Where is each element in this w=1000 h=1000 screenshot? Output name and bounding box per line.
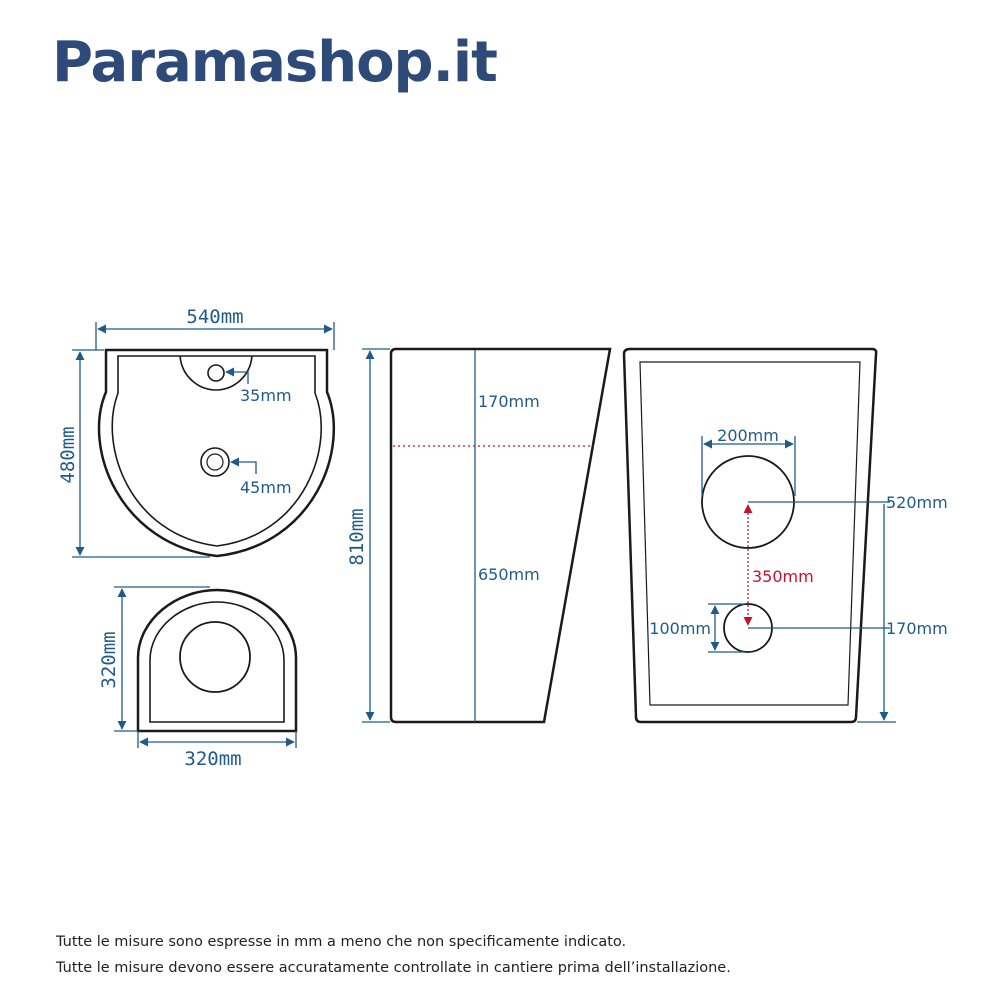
drain-hole-inner (206, 453, 224, 471)
tap-hole-label: 35mm (240, 386, 292, 405)
brand-logo: Paramashop.it (52, 30, 498, 95)
side-profile-outline (389, 347, 612, 724)
note-measurement-units: Tutte le misure sono espresse in mm a me… (56, 934, 627, 950)
base-depth-label: 320mm (98, 631, 120, 688)
note-verify-on-site: Tutte le misure devono essere accuratame… (56, 960, 731, 976)
spacing-label: 350mm (752, 567, 814, 586)
base-outer-outline (136, 588, 298, 733)
small-opening-height-label: 170mm (886, 619, 948, 638)
small-opening-label: 100mm (649, 619, 711, 638)
base-width-label: 320mm (184, 748, 241, 770)
base-view: 320mm 320mm (98, 586, 298, 770)
drain-hole-leader (230, 457, 257, 474)
tap-deck (179, 355, 253, 391)
depth-label: 480mm (57, 426, 79, 483)
tap-hole-leader (225, 367, 249, 384)
back-outer-outline (622, 347, 878, 724)
large-opening-height-label: 520mm (886, 493, 948, 512)
back-view: 200mm 100mm 350mm 520mm 170mm (622, 347, 948, 724)
basin-inner-outline (111, 355, 323, 547)
large-opening-label: 200mm (717, 426, 779, 445)
top-view: 540mm 480mm 35mm 45mm (57, 306, 335, 558)
width-label: 540mm (186, 306, 243, 328)
side-view: 170mm 650mm 810mm (346, 347, 612, 724)
upper-section-label: 170mm (478, 392, 540, 411)
back-inner-outline (639, 361, 861, 706)
base-central-opening (179, 621, 251, 693)
drain-hole-label: 45mm (240, 478, 292, 497)
tap-hole (207, 364, 225, 382)
lower-section-label: 650mm (478, 565, 540, 584)
basin-outer-outline (97, 348, 335, 558)
drain-hole-outer (200, 447, 230, 477)
height-label: 810mm (346, 508, 368, 565)
base-inner-outline (149, 601, 285, 723)
